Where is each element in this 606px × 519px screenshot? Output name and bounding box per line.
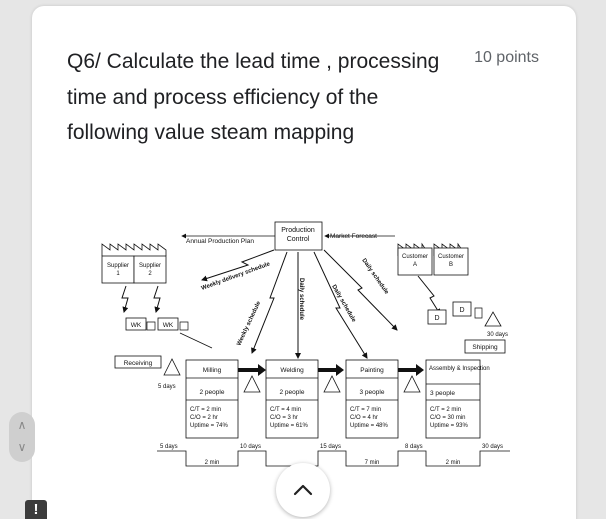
shipping-box — [464, 339, 506, 354]
points-label: 10 points — [474, 49, 539, 66]
wk-truck-2 — [157, 317, 179, 331]
process-co: C/O = 3 hr — [270, 415, 298, 421]
process-name: Milling — [203, 367, 222, 374]
inventory-triangle — [403, 375, 421, 393]
process-ct: C/T = 2 min — [430, 407, 461, 413]
timeline-min-2: 7 min — [365, 460, 380, 466]
customer-a-letter: A — [413, 262, 417, 268]
supplier-1-box — [101, 255, 135, 284]
shipping-inventory-label: 30 days — [487, 332, 508, 338]
customer-b-letter: B — [449, 262, 453, 268]
daily-schedule-label-2: Daily schedule — [330, 284, 357, 324]
daily-schedule-label-3: Daily schedule — [360, 258, 389, 296]
customer-b-label: Customer — [438, 254, 464, 260]
supplier-2-label: Supplier — [139, 263, 161, 269]
production-control-label-1: Production — [281, 227, 315, 234]
d-label-2: D — [459, 307, 464, 314]
process-co: C/O = 30 min — [430, 415, 466, 421]
wk-label-2: WK — [163, 322, 174, 329]
process-ct: C/T = 2 min — [190, 407, 221, 413]
process-ct: C/T = 7 min — [350, 407, 381, 413]
process-name: Painting — [360, 367, 384, 374]
timeline-days-2: 10 days — [240, 444, 261, 450]
collapse-button[interactable] — [276, 463, 330, 517]
d-truck-1 — [427, 309, 447, 325]
process-welding: Welding 2 people C/T = 4 min C/O = 3 hr … — [265, 359, 319, 439]
process-ct: C/T = 4 min — [270, 407, 301, 413]
timeline-days-5: 30 days — [482, 444, 503, 450]
timeline-min-1: 2 min — [205, 460, 220, 466]
report-icon[interactable]: ! — [25, 500, 47, 519]
process-people: 3 people — [360, 389, 385, 396]
d-label-1: D — [434, 315, 439, 322]
process-name: Assembly & Inspection — [429, 366, 490, 372]
customer-a-label: Customer — [402, 254, 428, 260]
shipping-label: Shipping — [472, 344, 498, 351]
market-forecast-label: Market Forecast — [330, 233, 377, 240]
shipping-inventory-triangle — [484, 311, 502, 327]
timeline-days-1: 5 days — [160, 444, 178, 450]
d-truck-2 — [452, 301, 472, 317]
process-uptime: Uptime = 74% — [190, 423, 229, 429]
supplier-factory-roof — [101, 243, 167, 256]
production-control-label-2: Control — [287, 236, 310, 243]
wk-truck-1 — [125, 317, 147, 331]
customer-a-box — [397, 247, 433, 276]
wk-label-1: WK — [131, 322, 142, 329]
timeline-ladder — [157, 450, 510, 467]
side-nav-icon[interactable]: ∧ ∨ — [9, 412, 35, 462]
receiving-box — [114, 355, 162, 369]
question-text: Q6/ Calculate the lead time , processing… — [67, 50, 440, 144]
annual-plan-label: Annual Production Plan — [186, 238, 254, 245]
receiving-inventory-label: 5 days — [158, 384, 176, 390]
timeline-days-3: 15 days — [320, 444, 341, 450]
customer-b-box — [433, 247, 469, 276]
timeline-days-4: 8 days — [405, 444, 423, 450]
supplier-1-label: Supplier — [107, 263, 129, 269]
receiving-label: Receiving — [124, 360, 153, 367]
supplier-1-number: 1 — [116, 271, 120, 277]
inventory-triangle — [243, 375, 261, 393]
production-control-box — [274, 221, 323, 251]
process-people: 2 people — [280, 389, 305, 396]
receiving-inventory-triangle — [163, 358, 181, 376]
inventory-triangle — [323, 375, 341, 393]
process-assembly-inspection: Assembly & Inspection 3 people C/T = 2 m… — [425, 359, 490, 439]
daily-schedule-label-1: Daily schedule — [298, 278, 304, 321]
process-co: C/O = 2 hr — [190, 415, 218, 421]
weekly-schedule-label: Weekly schedule — [236, 300, 262, 347]
process-people: 3 people — [430, 390, 455, 397]
process-uptime: Uptime = 48% — [350, 423, 389, 429]
process-people: 2 people — [200, 389, 225, 396]
process-painting: Painting 3 people C/T = 7 min C/O = 4 hr… — [345, 359, 399, 439]
supplier-2-number: 2 — [148, 271, 152, 277]
process-uptime: Uptime = 61% — [270, 423, 309, 429]
supplier-2-box — [133, 255, 167, 284]
collapse-chevron-up-icon — [293, 484, 313, 496]
process-uptime: Uptime = 93% — [430, 423, 469, 429]
timeline-min-3: 2 min — [446, 460, 461, 466]
process-co: C/O = 4 hr — [350, 415, 378, 421]
process-milling: Milling 2 people C/T = 2 min C/O = 2 hr … — [185, 359, 239, 439]
process-name: Welding — [280, 367, 304, 374]
value-stream-map-image: Production Control Annual Production Pla… — [101, 221, 510, 467]
